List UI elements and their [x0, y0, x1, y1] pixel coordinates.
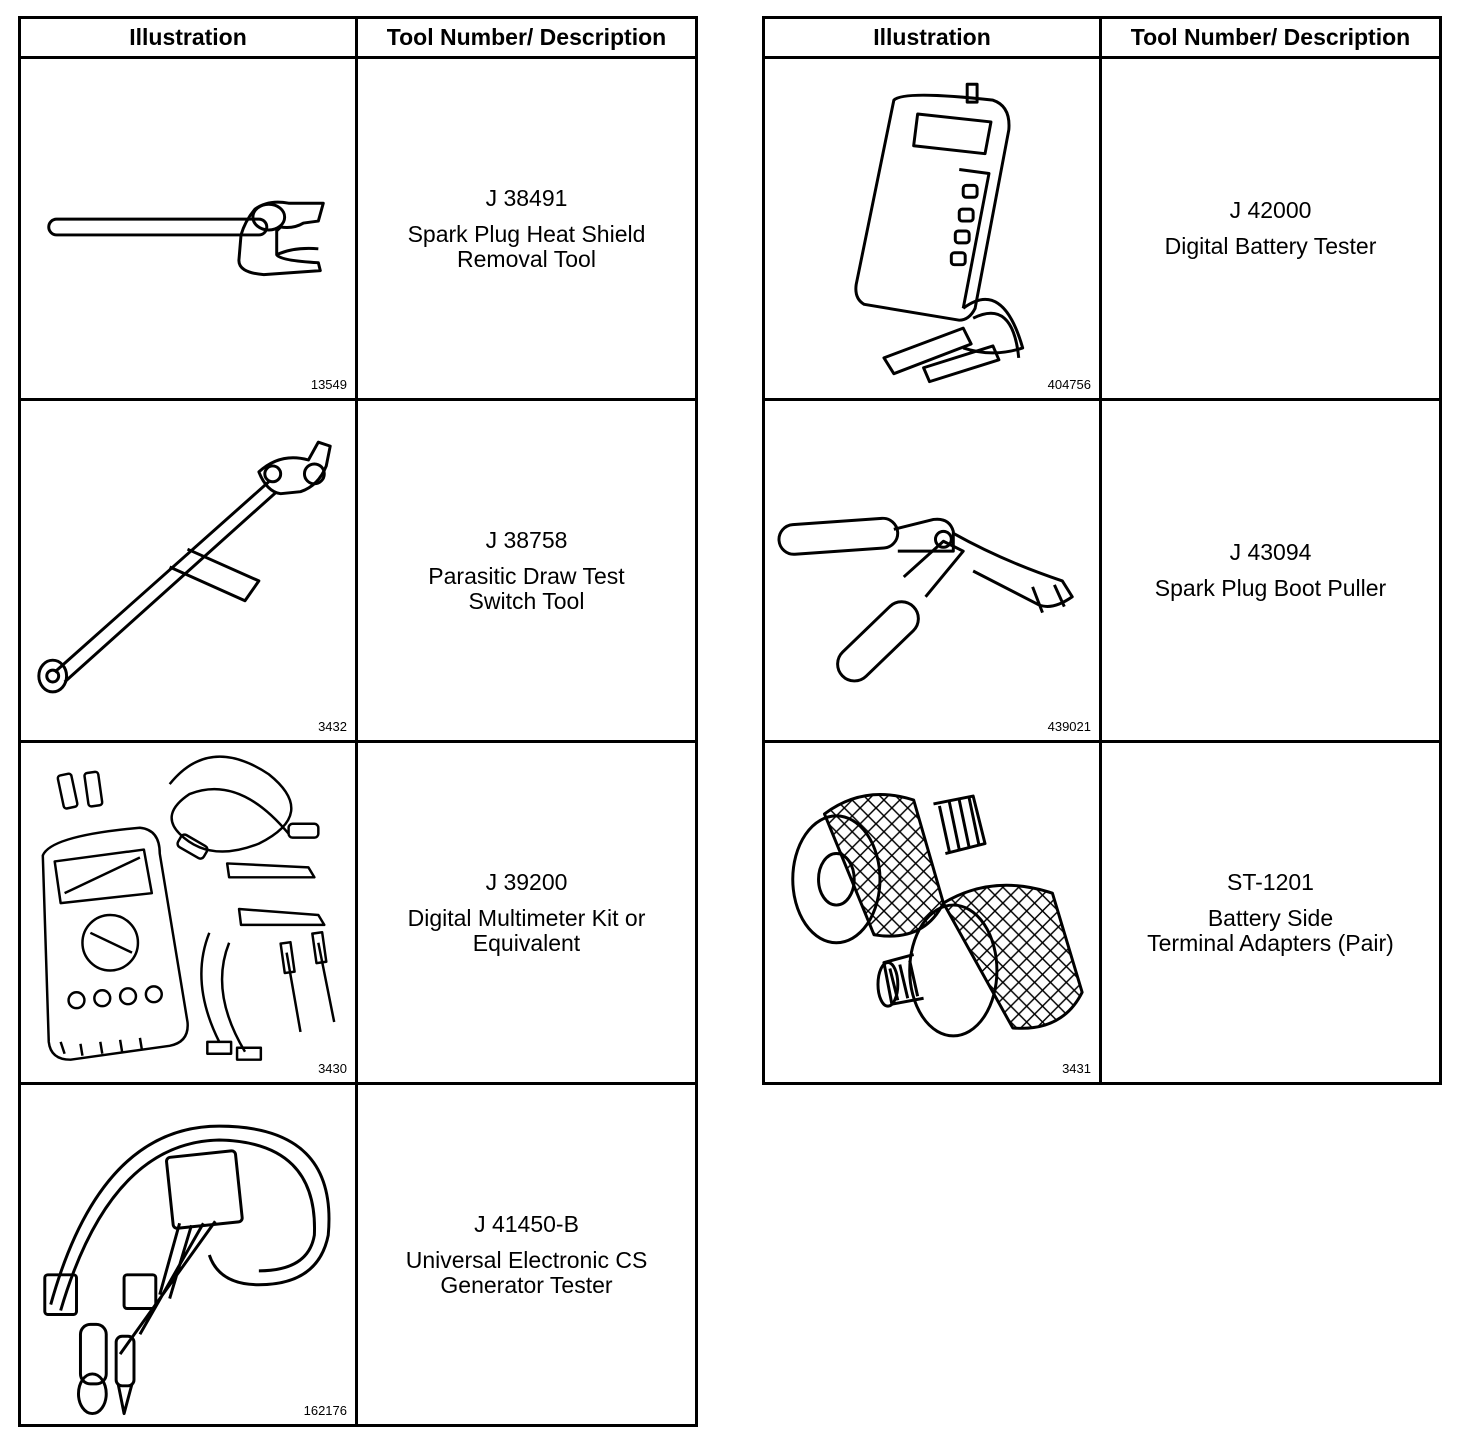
table-row: 3430 J 39200 Digital Multimeter Kit or E… — [18, 740, 698, 1085]
tool-description: Digital Battery Tester — [1164, 233, 1377, 259]
tool-number: ST-1201 — [1227, 868, 1314, 895]
tool-description: Digital Multimeter Kit or Equivalent — [407, 904, 646, 956]
illustration-header: Illustration — [18, 16, 358, 59]
description-cell: J 43094 Spark Plug Boot Puller — [1099, 398, 1442, 743]
header-row: Illustration Tool Number/ Description — [762, 16, 1442, 59]
tool-number: J 38758 — [485, 526, 568, 553]
tool-number: J 43094 — [1229, 539, 1312, 565]
description-cell: J 39200 Digital Multimeter Kit or Equiva… — [355, 740, 698, 1085]
illustration-cell: 3430 — [18, 740, 358, 1085]
tool-number: J 38491 — [485, 184, 568, 211]
table-row: 162176 J 41450-B Universal Electronic CS… — [18, 1082, 698, 1427]
description-cell: ST-1201 Battery Side Terminal Adapters (… — [1099, 740, 1442, 1085]
description-cell: J 41450-B Universal Electronic CS Genera… — [355, 1082, 698, 1427]
figure-number: 404756 — [1047, 377, 1091, 392]
right-tool-table: Illustration Tool Number/ Description 40… — [762, 16, 1442, 1085]
tool-number: J 39200 — [485, 868, 568, 895]
tool-number: J 42000 — [1229, 197, 1312, 223]
table-row: 13549 J 38491 Spark Plug Heat Shield Rem… — [18, 56, 698, 401]
illustration-cell: 162176 — [18, 1082, 358, 1427]
figure-number: 162176 — [303, 1403, 347, 1418]
boot-puller-icon — [777, 516, 1074, 683]
table-row: 3431 ST-1201 Battery Side Terminal Adapt… — [762, 740, 1442, 1085]
illustration-cell: 3431 — [762, 740, 1102, 1085]
table-row: 439021 J 43094 Spark Plug Boot Puller — [762, 398, 1442, 743]
parasitic-draw-switch-icon — [37, 440, 332, 694]
description-header: Tool Number/ Description — [355, 16, 698, 59]
battery-tester-icon — [854, 82, 1025, 384]
figure-number: 13549 — [310, 377, 347, 392]
cs-generator-tester-icon — [43, 1124, 331, 1416]
table-row: 404756 J 42000 Digital Battery Tester — [762, 56, 1442, 401]
figure-number: 3432 — [318, 719, 347, 734]
illustration-header: Illustration — [762, 16, 1102, 59]
table-row: 3432 J 38758 Parasitic Draw Test Switch … — [18, 398, 698, 743]
description-cell: J 38491 Spark Plug Heat Shield Removal T… — [355, 56, 698, 401]
figure-number: 439021 — [1047, 719, 1091, 734]
multimeter-kit-icon — [41, 755, 336, 1061]
left-tool-table: Illustration Tool Number/ Description 13… — [18, 16, 698, 1427]
header-row: Illustration Tool Number/ Description — [18, 16, 698, 59]
figure-number: 3430 — [318, 1061, 347, 1076]
tool-number: J 41450-B — [474, 1210, 579, 1237]
description-cell: J 42000 Digital Battery Tester — [1099, 56, 1442, 401]
terminal-adapters-icon — [791, 793, 1084, 1038]
illustration-cell: 3432 — [18, 398, 358, 743]
tool-description: Parasitic Draw Test Switch Tool — [428, 562, 625, 614]
illustration-cell: 13549 — [18, 56, 358, 401]
tool-description: Spark Plug Boot Puller — [1154, 575, 1387, 601]
tool-description: Spark Plug Heat Shield Removal Tool — [407, 220, 646, 272]
heat-shield-removal-tool-icon — [47, 200, 325, 277]
illustration-cell: 439021 — [762, 398, 1102, 743]
figure-number: 3431 — [1062, 1061, 1091, 1076]
illustration-cell: 404756 — [762, 56, 1102, 401]
description-cell: J 38758 Parasitic Draw Test Switch Tool — [355, 398, 698, 743]
tool-description: Universal Electronic CS Generator Tester — [405, 1246, 648, 1298]
description-header: Tool Number/ Description — [1099, 16, 1442, 59]
tool-description: Battery Side Terminal Adapters (Pair) — [1147, 904, 1394, 956]
